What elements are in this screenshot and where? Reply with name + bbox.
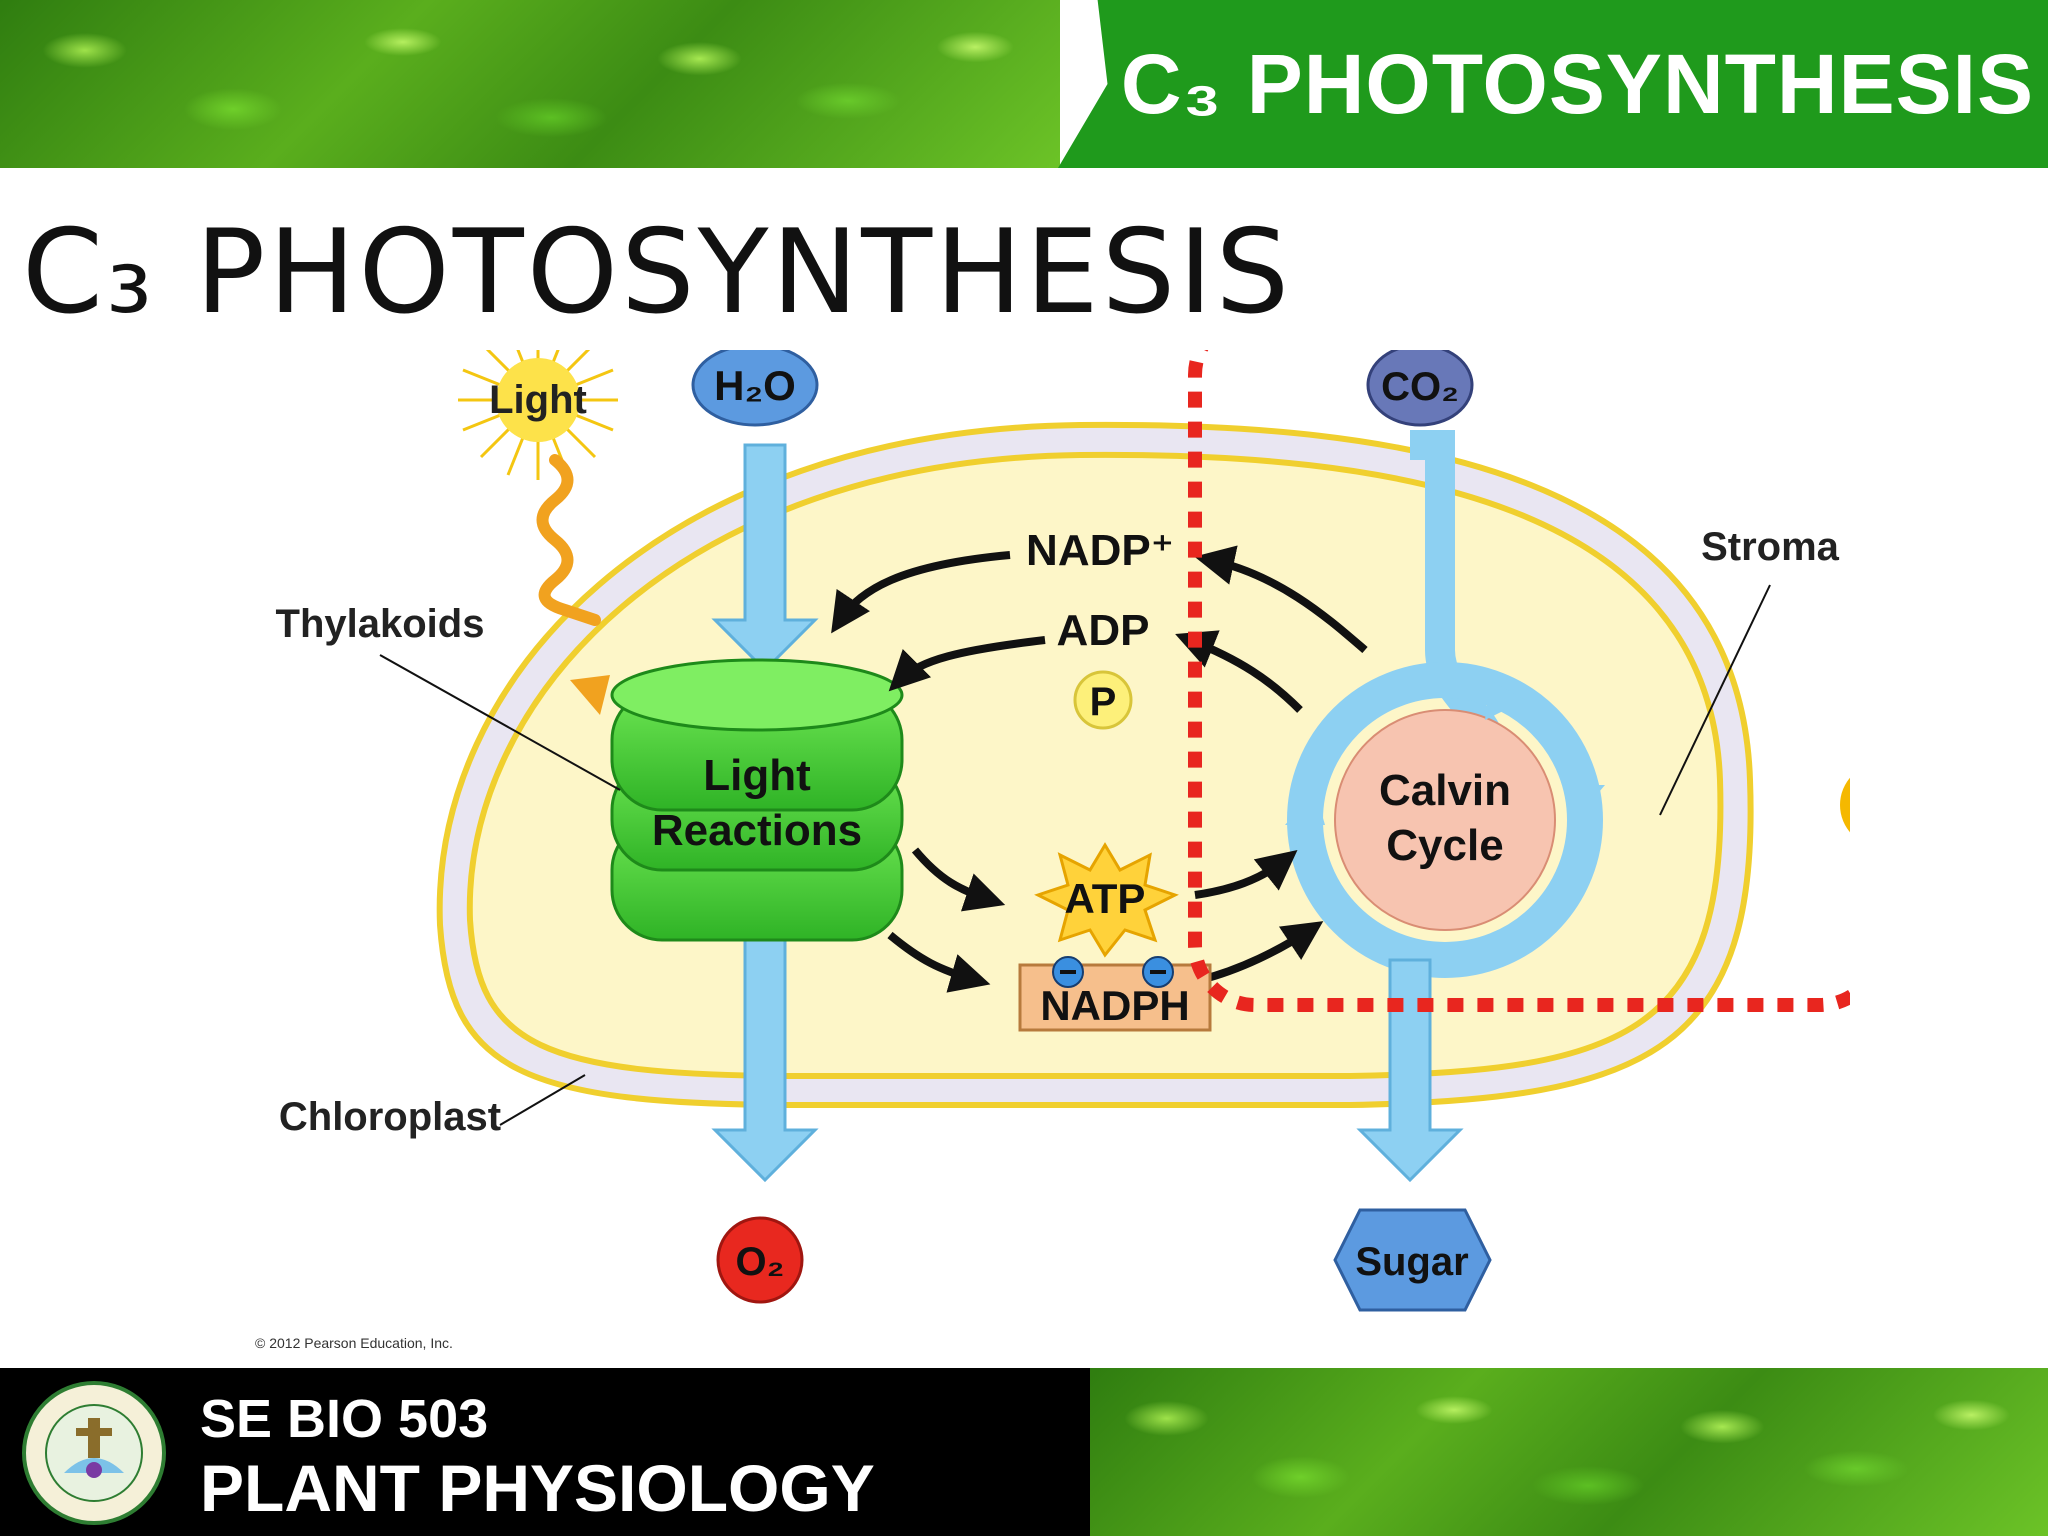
nadph-label: NADPH [1040, 982, 1189, 1029]
molecule-labels: NADP⁺ ADP P ATP NADPH [1018, 526, 1212, 1032]
calvin-highlight-box [1188, 350, 1850, 1012]
water-input: H₂O [691, 350, 819, 673]
header-leaf-background [0, 0, 1060, 168]
oxygen-output: O₂ [711, 928, 819, 1304]
flow-arrows [831, 545, 1368, 993]
nadp-label: NADP⁺ [1026, 526, 1174, 575]
c3-photosynthesis-diagram: Light H₂O O₂ Light Reactions [255, 350, 1850, 1350]
light-reactions-label-line1: Light [703, 751, 811, 800]
calvin-label-line2: Cycle [1386, 821, 1503, 870]
sugar-label: Sugar [1355, 1240, 1468, 1284]
phosphate-circle [1073, 670, 1133, 730]
course-code: SE BIO 503 [200, 1389, 489, 1449]
calvin-label-line1: Calvin [1379, 766, 1511, 815]
footer-leaf-background [1090, 1368, 2048, 1536]
light-energy-arrow [536, 454, 601, 626]
header-banner: C₃ PHOTOSYNTHESIS [1058, 0, 2048, 168]
light-reactions-label-line2: Reactions [652, 806, 862, 855]
light-label: Light [489, 378, 587, 422]
light-arrowhead [570, 675, 610, 715]
banner-title: C₃ PHOTOSYNTHESIS [1120, 36, 2034, 131]
calvin-cycle: Calvin Cycle [1285, 662, 1605, 978]
chloroplast-label: Chloroplast [279, 1095, 501, 1139]
atp-label: ATP [1065, 875, 1146, 922]
adp-label: ADP [1057, 606, 1150, 655]
copyright-text: © 2012 Pearson Education, Inc. [255, 1335, 453, 1350]
h2o-label: H₂O [714, 362, 796, 409]
phosphate-label: P [1090, 680, 1117, 724]
thylakoids-label: Thylakoids [276, 602, 485, 646]
callouts: Thylakoids Stroma Chloroplast [276, 525, 1840, 1139]
light-sun: Light [458, 350, 618, 480]
footer: SE BIO 503 PLANT PHYSIOLOGY [0, 1368, 2048, 1536]
o2-label: O₂ [736, 1240, 785, 1284]
atp-burst [1034, 842, 1179, 958]
sugar-output: Sugar [1333, 958, 1492, 1312]
stroma-label: Stroma [1701, 525, 1840, 569]
course-name: PLANT PHYSIOLOGY [200, 1451, 875, 1525]
nadph-box [1018, 963, 1212, 1032]
co2-label: CO₂ [1381, 365, 1459, 409]
slide-heading: C₃ PHOTOSYNTHESIS [22, 205, 1293, 340]
step-badge [1840, 777, 1850, 833]
university-seal-logo [22, 1381, 166, 1525]
thylakoid-stack: Light Reactions [610, 658, 904, 942]
